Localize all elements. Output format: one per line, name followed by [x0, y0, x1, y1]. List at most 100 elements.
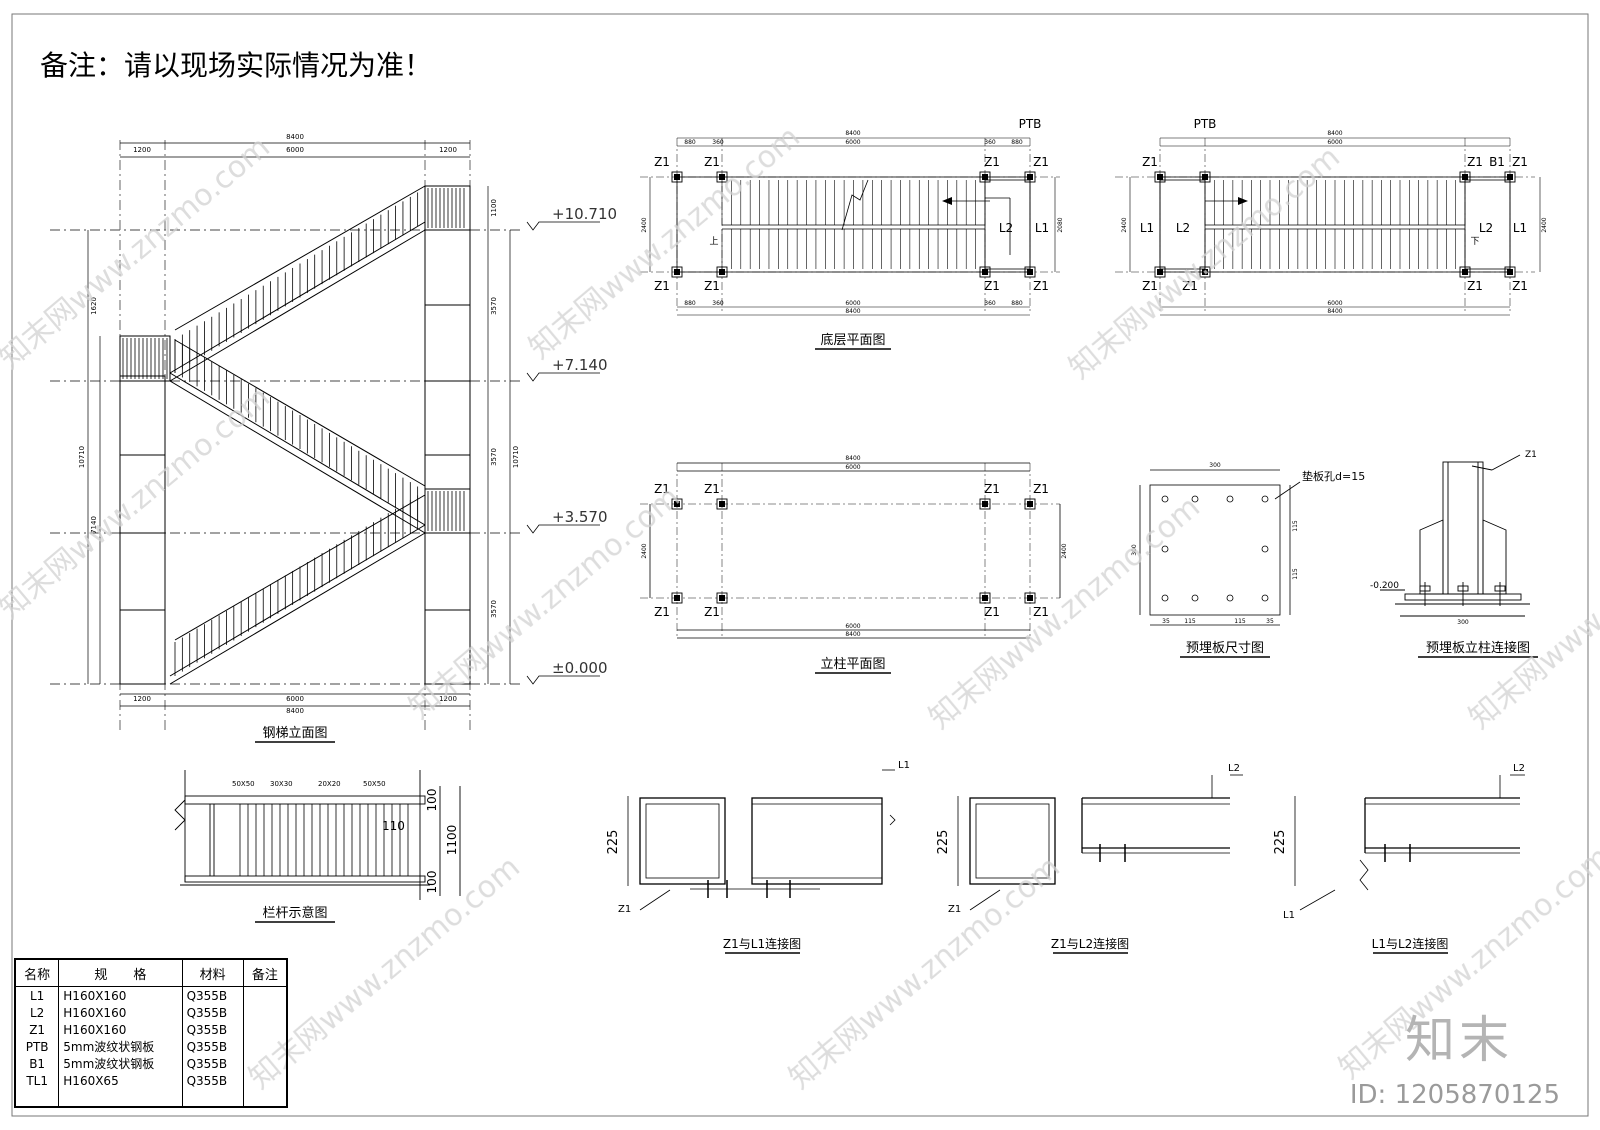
level-markers — [526, 221, 600, 685]
column-plan-drawing — [640, 462, 1061, 639]
elev-dim-left-1: 1620 — [90, 297, 98, 315]
bom-cell — [14, 1089, 59, 1107]
plate-hole — [1161, 545, 1169, 553]
column-marker — [1024, 266, 1036, 278]
column-marker — [1199, 266, 1211, 278]
railing-drawing — [174, 770, 461, 900]
gp-up: 上 — [709, 236, 718, 247]
column-marker — [671, 498, 683, 510]
plate-hole — [1191, 495, 1199, 503]
drawing-id: ID: 1205870125 — [1349, 1080, 1560, 1110]
column-core — [982, 174, 988, 180]
gp-z1-d: Z1 — [1033, 155, 1049, 169]
gp-z1-f: Z1 — [704, 279, 720, 293]
column-marker — [1024, 592, 1036, 604]
cp-span-bottom: 6000 — [845, 623, 860, 630]
ground-plan-columns — [671, 171, 1036, 278]
rail-spacing: 110 — [382, 819, 405, 833]
column-marker — [979, 171, 991, 183]
bom-cell: H160X65 — [58, 1072, 183, 1089]
elev-dim-bottom-span: 6000 — [286, 695, 304, 703]
column-core — [674, 501, 680, 507]
bom-cell: H160X160 — [58, 1021, 183, 1038]
column-core — [1462, 174, 1468, 180]
bom-cell: PTB — [14, 1038, 59, 1055]
plate-hole — [1161, 495, 1169, 503]
plate-hole — [1161, 594, 1169, 602]
bom-cell — [242, 986, 287, 1004]
upper-plan-drawing — [1115, 138, 1535, 312]
column-core — [982, 269, 988, 275]
z1-l1-bolts — [707, 880, 791, 898]
gp-small-7: 360 — [984, 300, 996, 307]
column-marker — [1504, 171, 1516, 183]
gp-side-2: 2080 — [1057, 217, 1064, 232]
column-marker — [671, 266, 683, 278]
column-core — [1027, 595, 1033, 601]
bom-cell — [242, 1089, 287, 1107]
rail-dim-1: 50X50 — [232, 780, 255, 788]
plate-hole — [1191, 594, 1199, 602]
column-core — [719, 174, 725, 180]
bom-cell: Q355B — [181, 1038, 244, 1055]
column-core — [1507, 269, 1513, 275]
column-core — [1027, 269, 1033, 275]
bom-cell: H160X160 — [58, 1004, 183, 1021]
column-core — [674, 269, 680, 275]
c2-l2: L2 — [1228, 763, 1240, 774]
pc-z1: Z1 — [1525, 450, 1537, 460]
gp-side-1: 2400 — [641, 217, 648, 232]
pc-width: 300 — [1457, 619, 1469, 626]
site-condition-note: 备注：请以现场实际情况为准！ — [40, 49, 433, 82]
bom-cell: TL1 — [14, 1072, 59, 1089]
cp-z1-c: Z1 — [984, 482, 1000, 496]
gp-ptb: PTB — [1019, 117, 1042, 131]
column-marker — [716, 266, 728, 278]
column-core — [1507, 174, 1513, 180]
column-marker — [671, 171, 683, 183]
c2-height: 225 — [936, 830, 951, 855]
bom-cell: 5mm波纹状钢板 — [58, 1055, 183, 1072]
cp-z1-d: Z1 — [1033, 482, 1049, 496]
elev-dim-left-2: 7140 — [90, 516, 98, 534]
elev-dim-top-left: 1200 — [133, 146, 151, 154]
up-z1-a: Z1 — [1142, 155, 1158, 169]
plate-hole — [1226, 594, 1234, 602]
column-marker — [1024, 498, 1036, 510]
bom-cell — [242, 1004, 287, 1021]
up-total-top: 8400 — [1327, 130, 1342, 137]
gp-span-bottom: 6000 — [845, 300, 860, 307]
bom-cell: Z1 — [14, 1021, 59, 1038]
direction-arrow — [942, 197, 952, 205]
bom-cell: B1 — [14, 1055, 59, 1072]
gp-z1-a: Z1 — [654, 155, 670, 169]
gp-small-1: 880 — [684, 139, 696, 146]
column-marker — [979, 266, 991, 278]
plate-hole — [1261, 545, 1269, 553]
up-l2-left: L2 — [1176, 221, 1190, 235]
l1-l2-connection — [1294, 774, 1525, 911]
gp-z1-g: Z1 — [984, 279, 1000, 293]
table-row — [14, 1089, 287, 1107]
up-span-top: 6000 — [1327, 139, 1342, 146]
wm-5: 知末网www.znzmo.com — [923, 490, 1207, 736]
plate-dim-b3: 115 — [1234, 618, 1246, 625]
gp-small-6: 360 — [712, 300, 724, 307]
bolt-nut — [1457, 585, 1469, 592]
plate-height: 300 — [1131, 544, 1138, 556]
title-column-plan: 立柱平面图 — [820, 657, 885, 672]
title-plate-size: 预埋板尺寸图 — [1186, 641, 1264, 656]
column-marker — [716, 592, 728, 604]
elevation-dimensions — [87, 142, 511, 707]
cp-z1-f: Z1 — [704, 605, 720, 619]
column-marker — [1459, 266, 1471, 278]
plate-dim-r1: 115 — [1292, 520, 1299, 532]
title-elevation: 钢梯立面图 — [262, 726, 327, 741]
pc-level: -0.200 — [1370, 581, 1399, 591]
upper-plan-dims — [1129, 137, 1541, 316]
bolt-nut — [1419, 585, 1431, 592]
bom-cell: Q355B — [181, 1055, 244, 1072]
z1-l2-bolts — [1099, 844, 1126, 862]
gp-small-2: 360 — [712, 139, 724, 146]
